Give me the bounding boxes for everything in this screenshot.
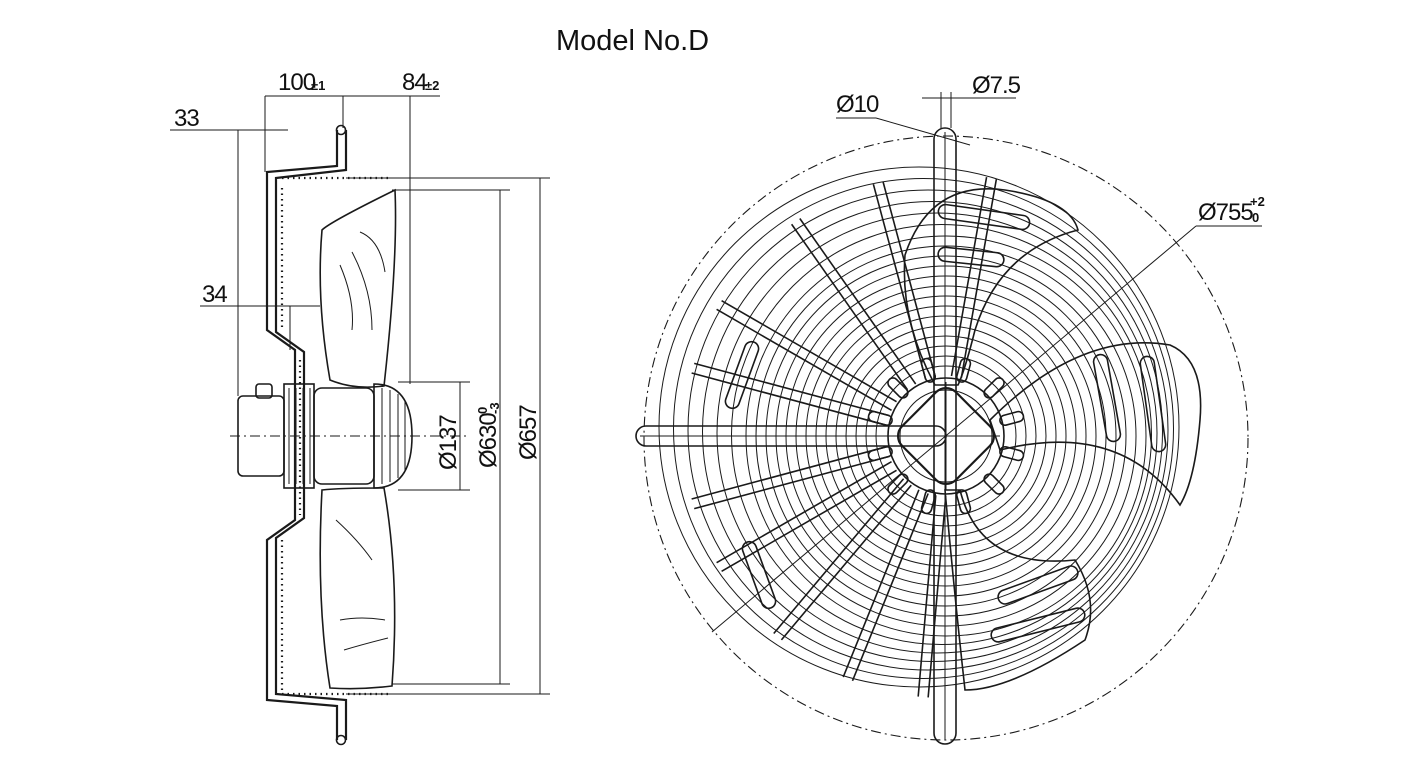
hub-stud xyxy=(887,473,909,495)
side-frame-inner xyxy=(274,130,348,740)
hub-stud xyxy=(920,489,937,515)
dim-100: 100 xyxy=(278,69,316,96)
guard-spoke xyxy=(872,181,937,380)
guard-spoke xyxy=(691,362,890,427)
dim-630-tol-lower: -3 xyxy=(487,402,502,414)
blade-top xyxy=(903,188,1079,386)
hub-stud xyxy=(920,357,937,383)
hub-stud xyxy=(999,410,1025,427)
blade-bottom xyxy=(944,489,1092,691)
lower-blade xyxy=(319,487,396,690)
outer-ring xyxy=(643,135,1249,741)
guard-spoke xyxy=(950,176,998,378)
top-bolt xyxy=(335,124,347,136)
dim-34: 34 xyxy=(202,281,227,308)
hub-square xyxy=(896,386,996,486)
guard-ring xyxy=(658,166,1180,688)
hub-stud xyxy=(955,357,972,383)
hub-stud xyxy=(955,489,972,515)
hub-stud xyxy=(867,445,893,462)
guard-ring xyxy=(673,178,1174,679)
lower-blade-slots xyxy=(335,519,389,651)
guard-spoke xyxy=(691,445,890,510)
dim-755: Ø755 xyxy=(1198,199,1253,226)
dim-84-tol: ±2 xyxy=(425,78,439,93)
guard-spoke xyxy=(790,218,917,391)
dim-657: Ø657 xyxy=(515,405,542,460)
guard-spoke xyxy=(773,478,912,641)
guard-spoke xyxy=(917,495,947,698)
dim-755-tol-lower: 0 xyxy=(1252,210,1259,225)
upper-blade xyxy=(319,188,397,388)
front-view: Ø10 Ø7.5 Ø755 +2 0 xyxy=(635,72,1265,745)
guard-ring xyxy=(687,189,1169,671)
guard-ring xyxy=(731,224,1152,645)
model-title: Model No.D xyxy=(556,25,709,57)
upper-blade-slots xyxy=(339,231,386,331)
guard-spokes xyxy=(691,176,998,698)
dim-100-tol: ±1 xyxy=(311,78,325,93)
hub-stud xyxy=(999,445,1025,462)
guard-ring xyxy=(716,212,1158,654)
hub-stud xyxy=(983,473,1005,495)
blade-slots xyxy=(724,203,1167,643)
dim-10: Ø10 xyxy=(836,91,879,118)
dim-7-5: Ø7.5 xyxy=(972,72,1021,99)
hub-studs xyxy=(867,357,1025,515)
guard-spoke xyxy=(842,489,929,682)
hub-stud xyxy=(887,377,909,399)
hub-stud xyxy=(983,377,1005,399)
dim-630-tol-upper: 0 xyxy=(475,407,490,414)
dim-84: 84 xyxy=(402,69,427,96)
hub-outer xyxy=(887,377,1005,495)
motor-terminal-box xyxy=(255,383,273,399)
guard-ring xyxy=(702,201,1163,662)
bottom-bolt xyxy=(335,734,347,746)
dim-33: 33 xyxy=(174,105,199,132)
guard-spoke xyxy=(716,299,897,412)
hub-stud xyxy=(867,410,893,427)
dim-630: Ø630 xyxy=(475,413,502,468)
hub-fins xyxy=(288,388,406,484)
side-view: 100 ±1 84 ±2 33 34 Ø137 Ø630 0 -3 Ø657 xyxy=(170,69,550,746)
side-frame-profile xyxy=(265,130,339,740)
guard-rings xyxy=(658,166,1180,688)
hub-cone xyxy=(373,383,413,489)
guard-spoke xyxy=(716,460,897,573)
dim-137: Ø137 xyxy=(435,415,462,470)
dim-755-tol-upper: +2 xyxy=(1250,194,1265,209)
blade-right xyxy=(989,342,1202,507)
